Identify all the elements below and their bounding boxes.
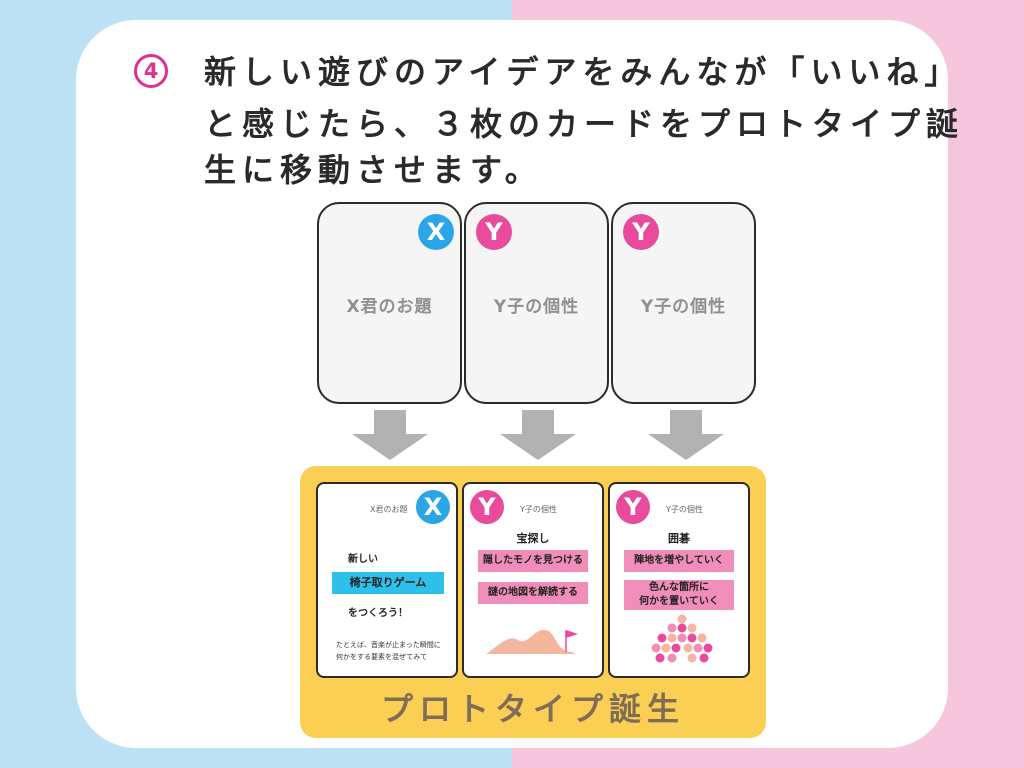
down-arrow-icon (648, 410, 724, 460)
instruction-line-3: 生に移動させます。 (204, 151, 543, 189)
top-card-label: Y子の個性 (493, 297, 580, 317)
down-arrow-icon (352, 410, 428, 460)
prototype-card-y-treasure[interactable]: Y Y子の個性 宝探し 隠したモノを見つける 謎の地図を解読する (462, 482, 604, 678)
highlight-box: 色んな箇所に 何かを置いていく (624, 580, 734, 610)
step-number-badge: 4 (134, 54, 168, 88)
card-text: 新しい (348, 554, 378, 565)
highlight-line: 色んな箇所に (649, 582, 709, 593)
card-header: Y子の個性 (666, 505, 703, 514)
highlight-line: 何かを置いていく (639, 596, 719, 607)
prototype-card-y-go[interactable]: Y Y子の個性 囲碁 陣地を増やしていく 色んな箇所に 何かを置いていく (608, 482, 750, 678)
highlight-box: 陣地を増やしていく (624, 550, 734, 572)
highlight-box: 椅子取りゲーム (332, 572, 444, 594)
highlight-box: 隠したモノを見つける (478, 550, 588, 572)
mountain-flag-illustration-icon (486, 629, 578, 654)
x-badge-icon: X (418, 214, 454, 250)
card-footnote: たとえば、音楽が止まった瞬間に (336, 641, 441, 649)
card-header: X君のお題 (370, 505, 408, 514)
y-badge-icon: Y (616, 490, 650, 524)
card-header: Y子の個性 (520, 505, 557, 514)
top-card-label: Y子の個性 (640, 297, 727, 317)
highlight-box: 謎の地図を解読する (478, 582, 588, 604)
card-footnote: 何かをする要素を混ぜてみて (336, 653, 428, 661)
y-badge-icon: Y (476, 214, 512, 250)
x-badge-icon: X (416, 490, 450, 524)
card-title: 宝探し (516, 532, 550, 545)
card-title: 囲碁 (668, 532, 690, 545)
y-badge-icon: Y (623, 214, 659, 250)
down-arrow-icon (500, 410, 576, 460)
go-stones-illustration-icon (651, 614, 713, 663)
top-card-label: X君のお題 (346, 297, 433, 317)
y-badge-icon: Y (470, 490, 504, 524)
prototype-title: プロトタイプ誕生 (380, 690, 685, 728)
prototype-area: X君のお題 X 新しい 椅子取りゲーム をつくろう！ たとえば、音楽が止まった瞬… (300, 466, 766, 738)
prototype-card-x[interactable]: X君のお題 X 新しい 椅子取りゲーム をつくろう！ たとえば、音楽が止まった瞬… (316, 482, 458, 678)
instruction-line-2: と感じたら、３枚のカードをプロトタイプ誕 (204, 105, 965, 143)
instruction-line-1: 新しい遊びのアイデアをみんなが「いいね」 (204, 53, 963, 91)
card-text: をつくろう！ (348, 608, 408, 619)
